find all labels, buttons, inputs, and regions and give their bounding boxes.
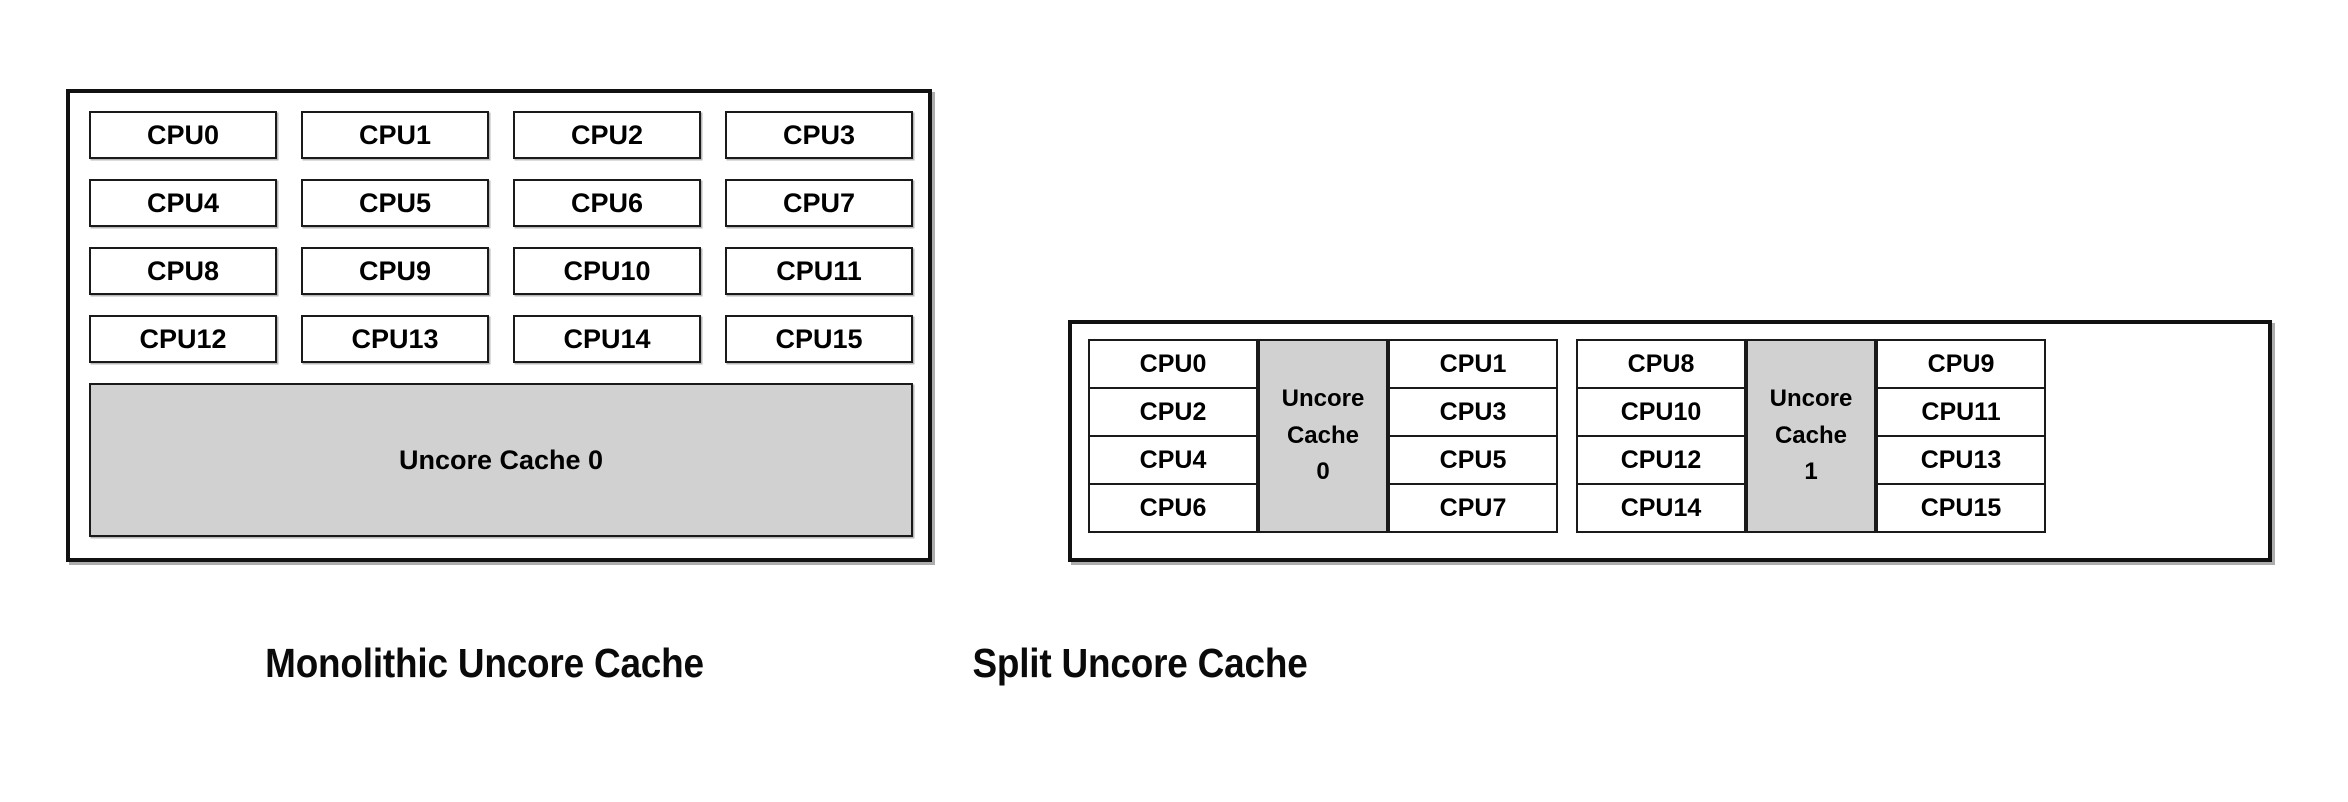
- cpu-box: CPU4: [89, 179, 277, 227]
- cache-label-line: 0: [1316, 458, 1330, 486]
- cache-label-lines: Uncore Cache 0: [1282, 381, 1365, 490]
- cpu-box: CPU6: [1088, 483, 1258, 533]
- cpu-column-left: CPU8 CPU10 CPU12 CPU14: [1576, 339, 1746, 533]
- cache-label-line: 1: [1804, 458, 1818, 486]
- cpu-box: CPU9: [1876, 339, 2046, 389]
- cpu-box: CPU12: [1576, 435, 1746, 485]
- cpu-column-left: CPU0 CPU2 CPU4 CPU6: [1088, 339, 1258, 533]
- cache-label-lines: Uncore Cache 1: [1770, 381, 1853, 490]
- cache-label-line: Cache: [1774, 421, 1848, 449]
- cpu-box: CPU15: [725, 315, 913, 363]
- cpu-column-right: CPU1 CPU3 CPU5 CPU7: [1388, 339, 1558, 533]
- cpu-box: CPU12: [89, 315, 277, 363]
- cpu-box: CPU11: [1876, 387, 2046, 437]
- cpu-box: CPU1: [301, 111, 489, 159]
- cpu-box: CPU8: [1576, 339, 1746, 389]
- cpu-box: CPU2: [1088, 387, 1258, 437]
- cpu-box: CPU10: [1576, 387, 1746, 437]
- cache-label-line: Uncore: [1769, 385, 1853, 413]
- cpu-box: CPU2: [513, 111, 701, 159]
- cpu-box: CPU5: [1388, 435, 1558, 485]
- cpu-box: CPU0: [89, 111, 277, 159]
- cpu-column-right: CPU9 CPU11 CPU13 CPU15: [1876, 339, 2046, 533]
- cpu-box: CPU11: [725, 247, 913, 295]
- cpu-box: CPU14: [1576, 483, 1746, 533]
- cpu-box: CPU15: [1876, 483, 2046, 533]
- cpu-box: CPU13: [1876, 435, 2046, 485]
- cpu-box: CPU10: [513, 247, 701, 295]
- cpu-box: CPU7: [1388, 483, 1558, 533]
- uncore-cache-block: Uncore Cache 0: [89, 383, 913, 537]
- cpu-box: CPU13: [301, 315, 489, 363]
- cache-label-line: Uncore: [1281, 385, 1365, 413]
- monolithic-package-outline: CPU0 CPU1 CPU2 CPU3 CPU4 CPU5 CPU6 CPU7 …: [66, 89, 932, 562]
- cpu-box: CPU3: [725, 111, 913, 159]
- split-caption: Split Uncore Cache: [972, 640, 1308, 686]
- cpu-box: CPU8: [89, 247, 277, 295]
- cpu-box: CPU9: [301, 247, 489, 295]
- cpu-box: CPU0: [1088, 339, 1258, 389]
- cluster: CPU0 CPU2 CPU4 CPU6 Uncore Cache 0 CPU1 …: [1088, 339, 1558, 533]
- cpu-box: CPU1: [1388, 339, 1558, 389]
- uncore-cache-block: Uncore Cache 1: [1746, 339, 1876, 533]
- monolithic-cpu-grid: CPU0 CPU1 CPU2 CPU3 CPU4 CPU5 CPU6 CPU7 …: [89, 111, 913, 363]
- split-cluster-row: CPU0 CPU2 CPU4 CPU6 Uncore Cache 0 CPU1 …: [1088, 339, 2046, 533]
- cache-label-line: Cache: [1286, 421, 1360, 449]
- split-package-outline: CPU0 CPU2 CPU4 CPU6 Uncore Cache 0 CPU1 …: [1068, 320, 2272, 562]
- cpu-box: CPU3: [1388, 387, 1558, 437]
- uncore-cache-block: Uncore Cache 0: [1258, 339, 1388, 533]
- cpu-box: CPU5: [301, 179, 489, 227]
- cpu-box: CPU14: [513, 315, 701, 363]
- cpu-box: CPU4: [1088, 435, 1258, 485]
- cpu-box: CPU6: [513, 179, 701, 227]
- monolithic-caption: Monolithic Uncore Cache: [265, 640, 704, 686]
- cpu-box: CPU7: [725, 179, 913, 227]
- cluster: CPU8 CPU10 CPU12 CPU14 Uncore Cache 1 CP…: [1576, 339, 2046, 533]
